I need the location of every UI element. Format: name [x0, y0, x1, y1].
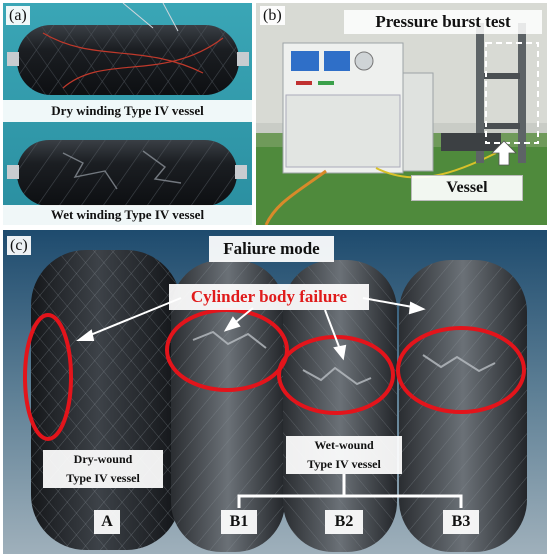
- failure-mode-title: Faliure mode: [209, 236, 334, 262]
- panel-a: (a) Dry winding Type IV vessel Wet windi…: [3, 3, 252, 225]
- panel-b: (b) Pressure burst test Vessel: [256, 3, 547, 225]
- panel-c-tag: (c): [7, 236, 31, 255]
- panel-c-photo: [3, 230, 547, 554]
- vessel-label: Vessel: [411, 175, 523, 201]
- dry-wound-label: Dry-wound Type IV vessel: [43, 450, 163, 488]
- sample-label-b2: B2: [325, 510, 363, 534]
- panel-c: (c) Faliure mode Cylinder body failure D…: [3, 230, 547, 554]
- cylinder-body-failure-label: Cylinder body failure: [169, 284, 369, 310]
- panel-b-tag: (b): [260, 6, 285, 25]
- dry-wound-line1: Dry-wound: [73, 452, 133, 466]
- pressure-burst-title: Pressure burst test: [344, 10, 542, 34]
- sample-label-a: A: [94, 510, 120, 534]
- sample-label-b1: B1: [221, 510, 257, 534]
- sample-label-b3: B3: [443, 510, 479, 534]
- panel-a-photo: [3, 3, 252, 225]
- wet-wound-label: Wet-wound Type IV vessel: [286, 436, 402, 474]
- panel-a-tag: (a): [6, 6, 30, 25]
- dry-winding-caption: Dry winding Type IV vessel: [3, 100, 252, 122]
- wet-wound-line1: Wet-wound: [314, 438, 374, 452]
- wet-wound-line2: Type IV vessel: [307, 457, 381, 471]
- panel-b-photo: [256, 3, 547, 225]
- wet-winding-caption: Wet winding Type IV vessel: [3, 205, 252, 225]
- dry-wound-line2: Type IV vessel: [66, 471, 140, 485]
